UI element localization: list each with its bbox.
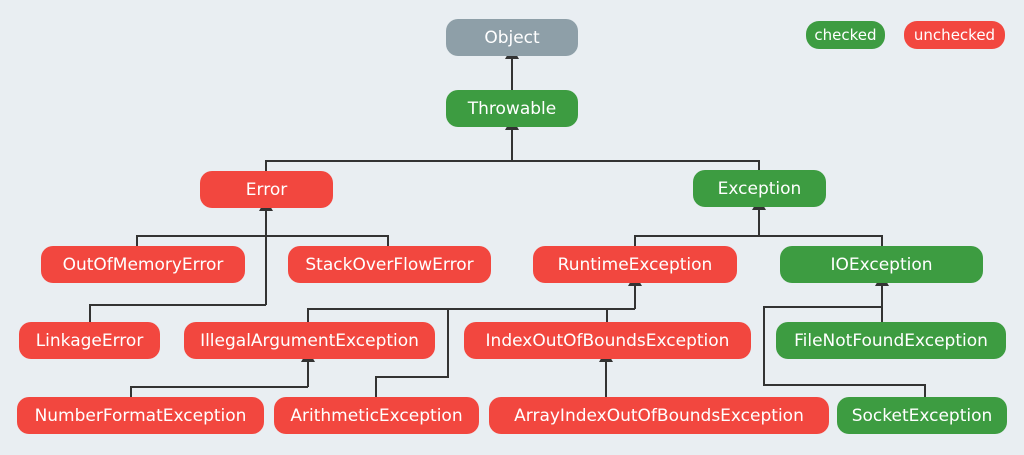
node-out-of-memory-error: OutOfMemoryError xyxy=(41,246,245,283)
connector-runtime-io xyxy=(634,235,883,246)
node-runtime-exception: RuntimeException xyxy=(533,246,737,283)
node-arithmetic-exception: ArithmeticException xyxy=(274,397,479,434)
connector-socket xyxy=(763,306,926,397)
node-stack-overflow-error: StackOverFlowError xyxy=(288,246,491,283)
node-object: Object xyxy=(446,19,578,56)
connector-number-format xyxy=(130,386,308,397)
connector-arithmetic xyxy=(375,309,449,397)
legend-checked: checked xyxy=(806,21,885,49)
node-illegal-argument-exception: IllegalArgumentException xyxy=(184,322,435,359)
node-io-exception: IOException xyxy=(780,246,983,283)
node-exception: Exception xyxy=(693,170,826,207)
node-number-format-exception: NumberFormatException xyxy=(17,397,264,434)
node-socket-exception: SocketException xyxy=(837,397,1007,434)
legend-unchecked: unchecked xyxy=(904,21,1005,49)
connector-linkage-error xyxy=(89,304,266,322)
connector-illegal-argument xyxy=(307,308,635,322)
node-array-index-out-of-bounds-exception: ArrayIndexOutOfBoundsException xyxy=(489,397,829,434)
node-index-out-of-bounds-exception: IndexOutOfBoundsException xyxy=(464,322,751,359)
node-throwable: Throwable xyxy=(446,90,578,127)
connector-error-exception xyxy=(265,160,760,171)
node-linkage-error: LinkageError xyxy=(19,322,160,359)
connector-oom-stackoverflow xyxy=(136,235,389,246)
node-file-not-found-exception: FileNotFoundException xyxy=(776,322,1006,359)
node-error: Error xyxy=(200,171,333,208)
